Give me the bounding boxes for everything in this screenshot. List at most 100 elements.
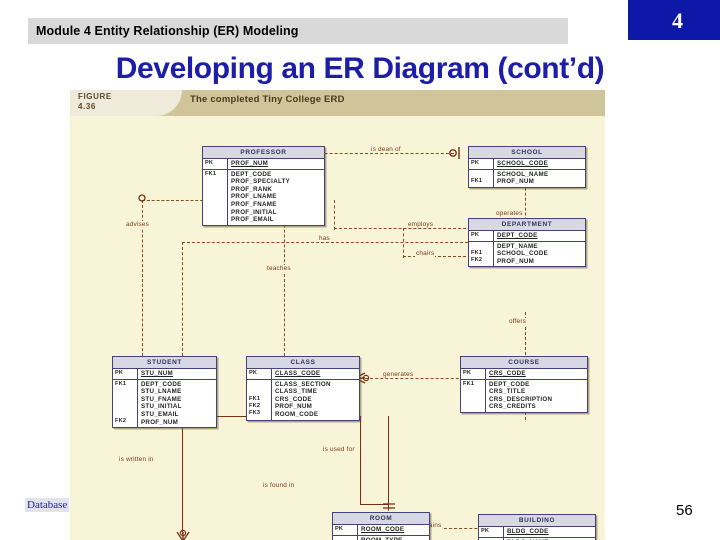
relationship-label-is-used-for: is used for xyxy=(322,446,356,453)
cardinality-optional-advises-glyph xyxy=(136,194,150,206)
relationship-label-is-found-in: is found in xyxy=(262,482,296,489)
figure-header: FIGURE 4.36 The completed Tiny College E… xyxy=(70,90,605,116)
connector-is-written-in xyxy=(182,416,183,534)
relationship-label-has: has xyxy=(318,235,331,242)
key-label: FK1 xyxy=(115,380,127,387)
attribute-label: DEPT_CODE xyxy=(489,380,530,388)
connector-employs-stem xyxy=(334,200,335,230)
entity-class-fk-keys: FK1 FK2 FK3 xyxy=(247,379,272,420)
entity-professor-pk-section: PK PROF_NUM xyxy=(203,159,324,170)
entity-professor-pk-attrs: PROF_NUM xyxy=(228,159,324,169)
connector-employs xyxy=(334,228,466,229)
key-label: PK xyxy=(471,232,480,238)
attribute-label: CLASS_CODE xyxy=(275,370,321,377)
attribute-label: PROF_SPECIALTY xyxy=(231,178,291,186)
relationship-label-chairs: chairs xyxy=(415,250,436,257)
connector-has-stem xyxy=(182,242,183,356)
entity-school-title: SCHOOL xyxy=(469,147,585,159)
entity-department[interactable]: DEPARTMENT PK DEPT_CODE FK1 FK2 DEPT_NAM… xyxy=(468,218,586,268)
entity-school-pk-section: PK SCHOOL_CODE xyxy=(469,159,585,170)
entity-room[interactable]: ROOM PK ROOM_CODE FK1 ROOM_TYPE BLDG_COD… xyxy=(332,512,430,540)
key-label: PK xyxy=(205,160,214,166)
entity-building[interactable]: BUILDING PK BLDG_CODE BLDG_NAME BLDG_LOC… xyxy=(478,514,596,540)
key-label: FK2 xyxy=(115,418,127,424)
entity-department-pk-attrs: DEPT_CODE xyxy=(494,231,585,241)
attribute-label: CRS_CODE xyxy=(275,395,312,403)
key-label: FK2 xyxy=(471,257,483,263)
key-label: PK xyxy=(115,370,124,376)
attribute-label: CRS_CREDITS xyxy=(489,403,536,411)
key-label: FK2 xyxy=(249,403,261,409)
relationship-label-offers: offers xyxy=(508,318,528,325)
entity-building-fk-keys xyxy=(479,537,504,540)
entity-class-pk-section: PK CLASS_CODE xyxy=(247,369,359,380)
entity-department-title: DEPARTMENT xyxy=(469,219,585,231)
entity-professor[interactable]: PROFESSOR PK PROF_NUM FK1 DEPT_CODE PROF… xyxy=(202,146,325,226)
attribute-label: CLASS_SECTION xyxy=(275,380,331,388)
connector-is-found-in xyxy=(388,416,389,508)
attribute-label: ROOM_TYPE xyxy=(361,537,427,540)
entity-class-pk-attrs: CLASS_CODE xyxy=(272,369,359,379)
attribute-label: PROF_RANK xyxy=(231,185,273,193)
figure-caption: The completed Tiny College ERD xyxy=(190,94,345,105)
entity-school[interactable]: SCHOOL PK SCHOOL_CODE FK1 SCHOOL_NAME PR… xyxy=(468,146,586,188)
module-title-bar: Module 4 Entity Relationship (ER) Modeli… xyxy=(28,18,568,44)
entity-student-pk-attrs: STU_NUM xyxy=(138,369,216,379)
attribute-label: PROF_NUM xyxy=(275,403,313,411)
entity-class-attr-section: FK1 FK2 FK3 CLASS_SECTION CLASS_TIME CRS… xyxy=(247,379,359,420)
key-label: FK3 xyxy=(249,410,261,417)
attribute-label: CLASS_TIME xyxy=(275,388,318,396)
relationship-label-operates: operates xyxy=(495,210,524,217)
connector-teaches xyxy=(284,200,285,356)
entity-building-pk-attrs: BLDG_CODE xyxy=(504,527,595,537)
figure-container: FIGURE 4.36 The completed Tiny College E… xyxy=(70,90,605,540)
entity-course-title: COURSE xyxy=(461,357,587,369)
entity-department-attr-section: FK1 FK2 DEPT_NAME SCHOOL_CODE PROF_NUM xyxy=(469,241,585,267)
relationship-label-generates: generates xyxy=(382,371,415,378)
entity-room-attrs: ROOM_TYPE BLDG_CODE xyxy=(358,536,429,540)
entity-professor-attrs: DEPT_CODE PROF_SPECIALTY PROF_RANK PROF_… xyxy=(228,170,324,225)
entity-professor-title: PROFESSOR xyxy=(203,147,324,159)
entity-course-fk-keys: FK1 xyxy=(461,379,486,412)
entity-course-pk-keys: PK xyxy=(461,369,486,379)
key-label: FK1 xyxy=(471,177,483,184)
entity-course-attrs: DEPT_CODE CRS_TITLE CRS_DESCRIPTION CRS_… xyxy=(486,380,587,412)
relationship-label-employs: employs xyxy=(407,221,435,228)
entity-professor-pk-keys: PK xyxy=(203,159,228,169)
key-label: FK1 xyxy=(205,170,217,177)
entity-class[interactable]: CLASS PK CLASS_CODE FK1 FK2 FK3 CLASS_SE… xyxy=(246,356,360,421)
entity-student[interactable]: STUDENT PK STU_NUM FK1 FK2 DEPT_CODE STU… xyxy=(112,356,217,429)
attribute-label: DEPT_CODE xyxy=(497,232,538,239)
key-label: PK xyxy=(335,526,344,532)
entity-course[interactable]: COURSE PK CRS_CODE FK1 DEPT_CODE CRS_TIT… xyxy=(460,356,588,413)
attribute-label: SCHOOL_NAME xyxy=(497,170,549,178)
attribute-label: PROF_LNAME xyxy=(231,193,277,201)
entity-department-pk-keys: PK xyxy=(469,231,494,241)
attribute-label: STU_LNAME xyxy=(141,388,182,396)
attribute-label: DEPT_NAME xyxy=(497,242,538,250)
key-label: PK xyxy=(481,528,490,534)
relationship-label-is-dean-of: is dean of xyxy=(370,146,402,153)
entity-class-pk-keys: PK xyxy=(247,369,272,379)
entity-student-fk-keys: FK1 FK2 xyxy=(113,379,138,428)
cardinality-zero-one-glyph xyxy=(448,146,464,160)
module-title-text: Module 4 Entity Relationship (ER) Modeli… xyxy=(36,24,299,38)
attribute-label: PROF_NUM xyxy=(497,257,535,265)
attribute-label: PROF_EMAIL xyxy=(231,216,274,224)
page-title: Developing an ER Diagram (cont’d) xyxy=(115,52,605,85)
slide-number-badge xyxy=(628,0,720,40)
entity-professor-fk-keys: FK1 xyxy=(203,169,228,225)
key-label: PK xyxy=(471,160,480,166)
connector-is-used-for-top xyxy=(360,504,388,505)
attribute-label: PROF_NUM xyxy=(231,160,269,167)
attribute-label: SCHOOL_CODE xyxy=(497,250,549,258)
figure-header-tab xyxy=(70,90,182,116)
connector-is-used-for xyxy=(360,416,361,504)
entity-room-pk-section: PK ROOM_CODE xyxy=(333,525,429,536)
entity-class-attrs: CLASS_SECTION CLASS_TIME CRS_CODE PROF_N… xyxy=(272,380,359,420)
entity-school-fk-keys: FK1 xyxy=(469,169,494,187)
connector-operates xyxy=(525,173,526,255)
connector-advises xyxy=(142,200,143,356)
attribute-label: STU_EMAIL xyxy=(141,410,179,418)
connector-contains xyxy=(388,528,518,529)
